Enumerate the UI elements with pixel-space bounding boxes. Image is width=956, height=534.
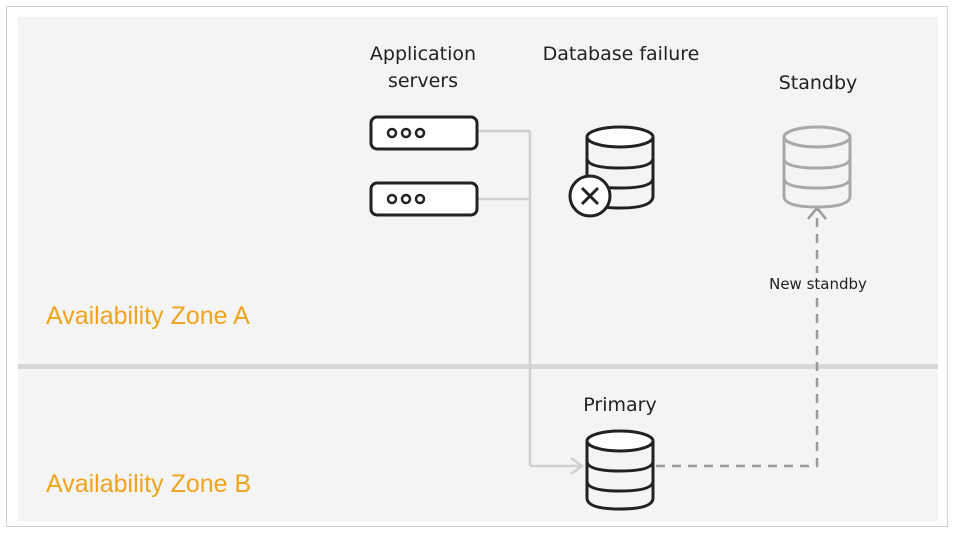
database-failure-label: Database failure xyxy=(542,43,700,65)
primary-database-icon xyxy=(585,429,655,511)
application-servers-label-line2: servers xyxy=(387,70,459,92)
standby-database-icon xyxy=(782,125,852,209)
availability-zone-a-label: Availability Zone A xyxy=(46,302,250,330)
diagram-panel xyxy=(18,17,938,521)
primary-label: Primary xyxy=(583,394,657,416)
server-icon xyxy=(369,115,479,151)
application-servers-label: Application servers xyxy=(353,41,493,95)
availability-zone-b-label: Availability Zone B xyxy=(46,470,252,498)
x-circle-icon xyxy=(568,174,612,218)
server-icon xyxy=(369,181,479,217)
standby-label: Standby xyxy=(778,72,858,94)
zone-divider xyxy=(18,364,938,369)
primary-to-standby-connector xyxy=(656,206,827,468)
application-servers-label-line1: Application xyxy=(369,43,477,65)
failed-database-icon xyxy=(568,125,655,218)
new-standby-label: New standby xyxy=(748,273,888,295)
app-to-primary-connector xyxy=(478,129,585,476)
